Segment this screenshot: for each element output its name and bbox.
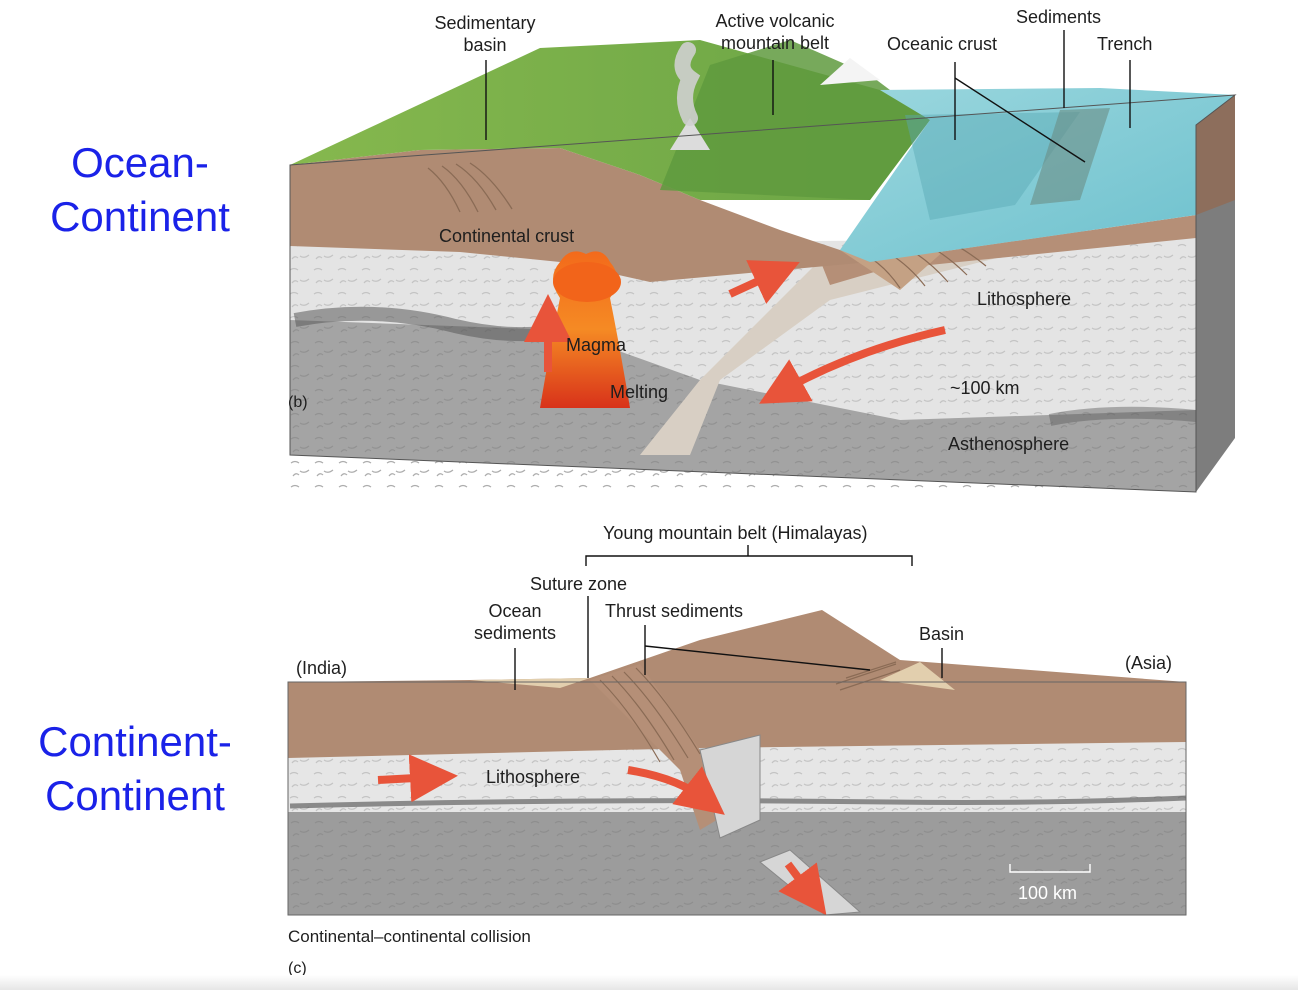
ocean-continent-title-line1: Ocean-	[71, 139, 209, 186]
label-scale-100km: 100 km	[1018, 883, 1078, 903]
label-sedimentary-basin: Sedimentary basin	[410, 12, 560, 56]
label-sedimentary-basin-line2: basin	[463, 35, 507, 55]
label-magma: Magma	[566, 335, 627, 355]
label-continental-crust: Continental crust	[439, 226, 575, 246]
label-thrust-sediments: Thrust sediments	[605, 601, 744, 621]
panel-c-leader-lines	[514, 545, 1091, 873]
ocean-continent-title: Ocean- Continent	[30, 136, 250, 244]
panel-b-letter: (b)	[288, 394, 308, 411]
label-ocean-sediments-line1: Ocean	[488, 601, 542, 621]
label-active-volcanic-line2: mountain belt	[720, 33, 830, 53]
label-depth-100km: ~100 km	[950, 378, 1020, 398]
label-trench: Trench	[1097, 34, 1153, 54]
panel-c-section	[287, 610, 1187, 916]
label-asthenosphere: Asthenosphere	[948, 434, 1070, 454]
label-india: (India)	[296, 658, 348, 678]
continent-continent-title-line1: Continent-	[38, 718, 232, 765]
label-basin: Basin	[919, 624, 965, 644]
label-ocean-sediments-line2: sediments	[473, 623, 557, 643]
panel-b-leader-lines	[485, 30, 1131, 163]
label-active-volcanic-mountain-belt: Active volcanic mountain belt	[690, 10, 860, 54]
continent-continent-title-line2: Continent	[45, 772, 225, 819]
label-young-mountain-belt: Young mountain belt (Himalayas)	[603, 523, 868, 543]
label-lithosphere-c: Lithosphere	[486, 767, 581, 787]
label-oceanic-crust: Oceanic crust	[887, 34, 998, 54]
ocean-continent-title-line2: Continent	[50, 193, 230, 240]
label-sedimentary-basin-line1: Sedimentary	[434, 13, 536, 33]
label-melting: Melting	[610, 382, 669, 402]
label-sediments: Sediments	[1016, 7, 1102, 27]
label-active-volcanic-line1: Active volcanic	[715, 11, 835, 31]
label-suture-zone: Suture zone	[530, 574, 628, 594]
label-asia: (Asia)	[1125, 653, 1173, 673]
panel-c-letter: (c)	[288, 960, 307, 977]
continent-continent-title: Continent- Continent	[20, 715, 250, 823]
panel-c-caption: Continental–continental collision	[288, 927, 531, 946]
label-ocean-sediments: Ocean sediments	[450, 600, 580, 644]
panel-b-block	[289, 40, 1237, 493]
label-lithosphere-b: Lithosphere	[977, 289, 1072, 309]
bottom-fade	[0, 975, 1298, 990]
